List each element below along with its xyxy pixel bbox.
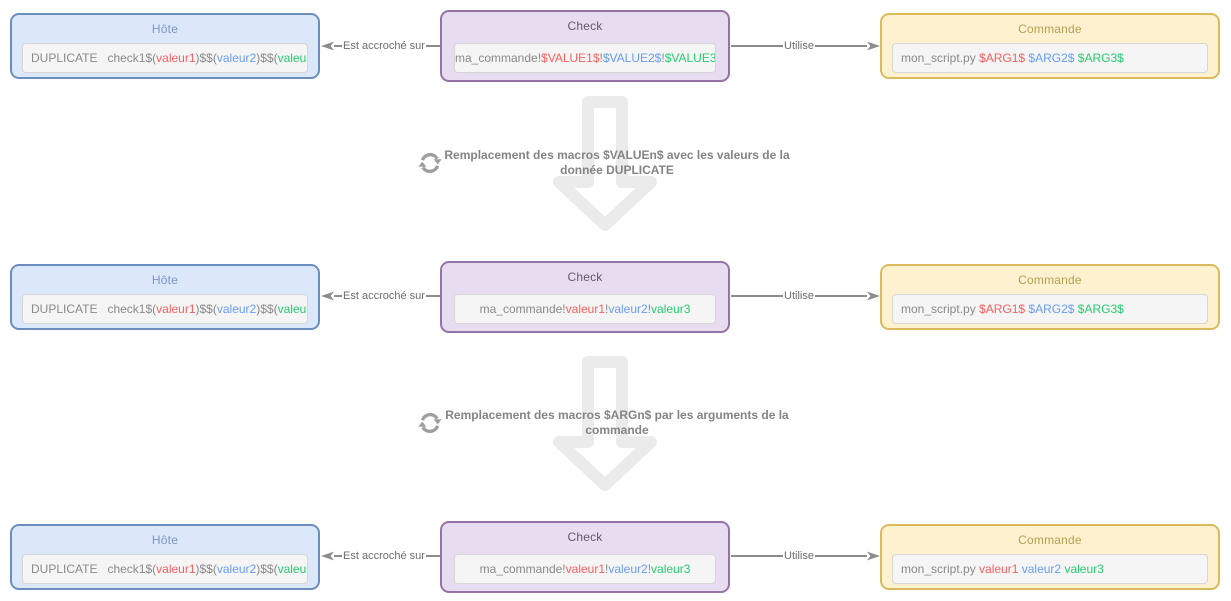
transition-label: Remplacement des macros $VALUEn$ avec le… — [444, 148, 790, 177]
commande-title: Commande — [1018, 273, 1082, 287]
arrow-right-icon — [867, 291, 881, 301]
arrow-right-icon — [867, 41, 881, 51]
big-down-arrow-icon — [553, 356, 657, 491]
hote-value: DUPLICATE check1$(valeur1)$$(valeur2)$$(… — [22, 554, 308, 584]
connector-est-accroche-sur: Est accroché sur — [321, 40, 440, 52]
commande-title: Commande — [1018, 22, 1082, 36]
refresh-icon — [418, 412, 442, 434]
commande-value: mon_script.py $ARG1$ $ARG2$ $ARG3$ — [892, 43, 1208, 73]
check-value: ma_commande!valeur1!valeur2!valeur3 — [454, 554, 716, 584]
connector-label: Est accroché sur — [343, 550, 425, 562]
connector-label: Utilise — [784, 40, 814, 52]
big-down-arrow-icon — [553, 96, 657, 231]
commande-node: Commande mon_script.py $ARG1$ $ARG2$ $AR… — [880, 13, 1220, 79]
hote-node: Hôte DUPLICATE check1$(valeur1)$$(valeur… — [10, 264, 320, 330]
commande-node: Commande mon_script.py valeur1 valeur2 v… — [880, 524, 1220, 590]
commande-value: mon_script.py $ARG1$ $ARG2$ $ARG3$ — [892, 294, 1208, 324]
refresh-icon — [418, 152, 442, 174]
connector-utilise: Utilise — [731, 290, 881, 302]
check-node: Check ma_commande!valeur1!valeur2!valeur… — [440, 521, 730, 593]
commande-title: Commande — [1018, 533, 1082, 547]
hote-title: Hôte — [151, 533, 179, 547]
connector-label: Utilise — [784, 290, 814, 302]
connector-utilise: Utilise — [731, 550, 881, 562]
check-node: Check ma_commande!$VALUE1$!$VALUE2$!$VAL… — [440, 10, 730, 82]
check-value: ma_commande!$VALUE1$!$VALUE2$!$VALUE3$ — [454, 43, 716, 73]
arrow-left-icon — [321, 41, 334, 51]
arrow-left-icon — [321, 291, 334, 301]
hote-node: Hôte DUPLICATE check1$(valeur1)$$(valeur… — [10, 524, 320, 590]
hote-title: Hôte — [151, 22, 179, 36]
check-node: Check ma_commande!valeur1!valeur2!valeur… — [440, 261, 730, 333]
connector-label: Est accroché sur — [343, 40, 425, 52]
commande-value: mon_script.py valeur1 valeur2 valeur3 — [892, 554, 1208, 584]
transition-label: Remplacement des macros $ARGn$ par les a… — [445, 408, 789, 437]
arrow-left-icon — [321, 551, 334, 561]
hote-node: Hôte DUPLICATE check1$(valeur1)$$(valeur… — [10, 13, 320, 79]
hote-title: Hôte — [151, 273, 179, 287]
hote-value: DUPLICATE check1$(valeur1)$$(valeur2)$$(… — [22, 43, 308, 73]
check-title: Check — [567, 530, 603, 544]
check-value: ma_commande!valeur1!valeur2!valeur3 — [454, 294, 716, 324]
commande-node: Commande mon_script.py $ARG1$ $ARG2$ $AR… — [880, 264, 1220, 330]
check-title: Check — [567, 19, 603, 33]
hote-value: DUPLICATE check1$(valeur1)$$(valeur2)$$(… — [22, 294, 308, 324]
connector-est-accroche-sur: Est accroché sur — [321, 290, 440, 302]
check-title: Check — [567, 270, 603, 284]
connector-label: Est accroché sur — [343, 290, 425, 302]
connector-utilise: Utilise — [731, 40, 881, 52]
connector-est-accroche-sur: Est accroché sur — [321, 550, 440, 562]
connector-label: Utilise — [784, 550, 814, 562]
arrow-right-icon — [867, 551, 881, 561]
